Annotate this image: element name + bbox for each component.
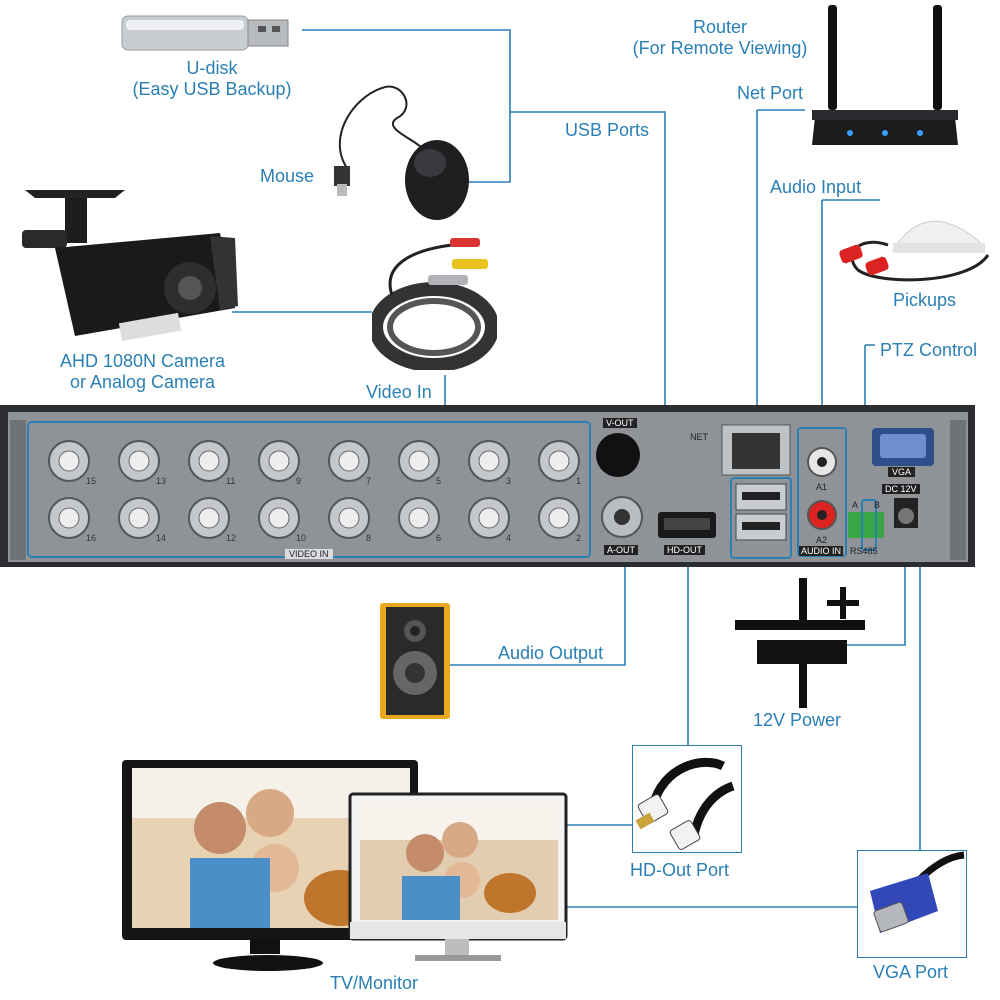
udisk-label: U-disk (Easy USB Backup) xyxy=(112,58,312,100)
audio-pickup-microphone-icon xyxy=(839,220,990,282)
video-in-ports: 15 13 11 9 7 5 3 1 16 14 12 10 8 6 4 2 xyxy=(34,428,590,558)
usb-ports-label: USB Ports xyxy=(565,120,650,140)
port-number: 9 xyxy=(296,476,302,486)
panel-a1-label: A1 xyxy=(816,482,828,492)
port-number: 2 xyxy=(576,533,582,543)
port-number: 12 xyxy=(226,533,237,543)
hdmi-cable-icon xyxy=(635,757,735,850)
vga-cable-box xyxy=(857,850,967,958)
panel-rs485-b-label: B xyxy=(874,500,881,510)
bullet-camera-icon xyxy=(22,190,238,342)
panel-a2-label: A2 xyxy=(816,535,828,545)
panel-vga-label: VGA xyxy=(888,467,916,477)
audio-input-label: Audio Input xyxy=(770,177,862,197)
port-number: 1 xyxy=(576,476,582,486)
router-icon xyxy=(812,5,958,145)
port-number: 7 xyxy=(366,476,372,486)
udisk-label-line2: (Easy USB Backup) xyxy=(132,79,292,99)
router-label-line2: (For Remote Viewing) xyxy=(632,38,808,58)
port-number: 5 xyxy=(436,476,442,486)
port-number: 3 xyxy=(506,476,512,486)
port-number: 14 xyxy=(156,533,167,543)
router-label-line1: Router xyxy=(692,17,748,37)
hd-out-port-label: HD-Out Port xyxy=(630,860,730,880)
tv-monitor-icon xyxy=(122,760,568,971)
port-number: 11 xyxy=(226,476,236,486)
panel-v-out-label: V-OUT xyxy=(603,418,637,428)
power-12v-label: 12V Power xyxy=(753,710,842,730)
udisk-label-line1: U-disk xyxy=(186,58,238,78)
camera-label-line1: AHD 1080N Camera xyxy=(59,351,226,371)
mouse-label: Mouse xyxy=(260,166,315,186)
port-number: 13 xyxy=(156,476,167,486)
video-in-label: Video In xyxy=(366,382,432,402)
hdmi-cable-box xyxy=(632,745,742,853)
bnc-video-cable-icon xyxy=(372,238,497,370)
dc-power-symbol-icon xyxy=(735,578,865,708)
camera-label: AHD 1080N Camera or Analog Camera xyxy=(30,351,255,393)
camera-label-line2: or Analog Camera xyxy=(69,372,216,392)
vga-cable-icon xyxy=(870,851,965,933)
panel-rs485-a-label: A xyxy=(852,500,859,510)
audio-output-label: Audio Output xyxy=(498,643,604,663)
panel-rs485-label: RS485 xyxy=(850,546,878,556)
pickups-label: Pickups xyxy=(893,290,957,310)
port-number: 10 xyxy=(296,533,307,543)
usb-flash-drive-icon xyxy=(121,15,289,51)
port-number: 4 xyxy=(506,533,512,543)
net-port-label: Net Port xyxy=(737,83,804,103)
mouse-icon xyxy=(334,85,469,220)
bnc-port-icons xyxy=(48,440,580,539)
vga-port-label: VGA Port xyxy=(873,962,949,982)
panel-dc12v-label: DC 12V xyxy=(882,484,920,494)
panel-net-label: NET xyxy=(690,432,708,442)
dvr-back-panel xyxy=(0,405,975,567)
ptz-control-label: PTZ Control xyxy=(880,340,978,360)
router-label: Router (For Remote Viewing) xyxy=(615,17,825,59)
port-number: 15 xyxy=(86,476,97,486)
panel-audio-in-label: AUDIO IN xyxy=(799,546,844,556)
panel-a-out-label: A-OUT xyxy=(604,545,638,555)
panel-hd-out-label: HD-OUT xyxy=(664,545,705,555)
tv-monitor-label: TV/Monitor xyxy=(330,973,419,993)
port-number: 6 xyxy=(436,533,442,543)
port-number: 8 xyxy=(366,533,372,543)
speaker-icon xyxy=(380,603,450,719)
port-number: 16 xyxy=(86,533,97,543)
panel-video-in-label: VIDEO IN xyxy=(285,549,333,559)
